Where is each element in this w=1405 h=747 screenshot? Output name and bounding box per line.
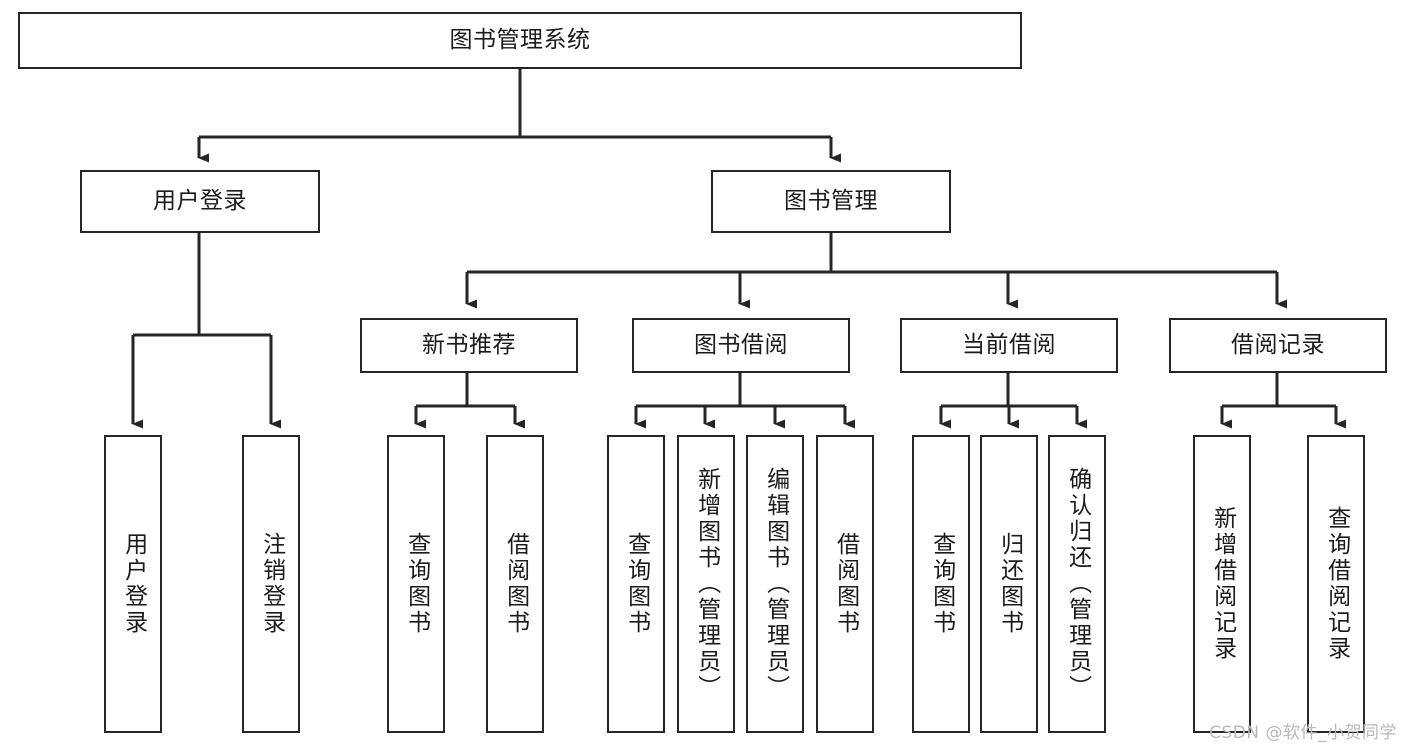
- node-leaf-borrow-book-1-label: 借阅图书: [502, 532, 529, 636]
- node-leaf-confirm-return-label: 确认归还（管理员）: [1064, 467, 1091, 701]
- node-leaf-edit-book-label: 编辑图书（管理员）: [762, 467, 789, 701]
- node-leaf-borrow-book-2-label: 借阅图书: [832, 532, 859, 636]
- node-book-management[interactable]: 图书管理: [711, 170, 951, 233]
- node-leaf-query-book-2-label: 查询图书: [623, 532, 650, 636]
- node-borrow-record[interactable]: 借阅记录: [1169, 318, 1387, 373]
- node-leaf-user-logout-label: 注销登录: [258, 532, 285, 636]
- node-leaf-add-record-label: 新增借阅记录: [1209, 506, 1236, 662]
- node-new-book-recommend-label: 新书推荐: [422, 331, 516, 358]
- node-user-login[interactable]: 用户登录: [80, 170, 320, 233]
- node-leaf-confirm-return[interactable]: 确认归还（管理员）: [1048, 435, 1106, 733]
- node-new-book-recommend[interactable]: 新书推荐: [360, 318, 578, 373]
- node-book-borrow[interactable]: 图书借阅: [632, 318, 850, 373]
- node-leaf-add-record[interactable]: 新增借阅记录: [1193, 435, 1251, 733]
- node-leaf-add-book[interactable]: 新增图书（管理员）: [677, 435, 735, 733]
- node-book-borrow-label: 图书借阅: [694, 331, 788, 358]
- node-leaf-user-login-label: 用户登录: [120, 532, 147, 636]
- node-borrow-record-label: 借阅记录: [1231, 331, 1325, 358]
- node-user-login-label: 用户登录: [153, 187, 247, 214]
- node-leaf-user-logout[interactable]: 注销登录: [242, 435, 300, 733]
- node-root-label: 图书管理系统: [449, 26, 591, 53]
- node-book-management-label: 图书管理: [784, 187, 878, 214]
- node-leaf-borrow-book-1[interactable]: 借阅图书: [486, 435, 544, 733]
- node-current-borrow[interactable]: 当前借阅: [900, 318, 1118, 373]
- node-leaf-add-book-label: 新增图书（管理员）: [693, 467, 720, 701]
- node-leaf-query-record[interactable]: 查询借阅记录: [1307, 435, 1365, 733]
- node-current-borrow-label: 当前借阅: [962, 331, 1056, 358]
- node-leaf-return-book-label: 归还图书: [996, 532, 1023, 636]
- node-leaf-edit-book[interactable]: 编辑图书（管理员）: [746, 435, 804, 733]
- node-leaf-query-book-3[interactable]: 查询图书: [912, 435, 970, 733]
- node-leaf-query-record-label: 查询借阅记录: [1323, 506, 1350, 662]
- node-leaf-query-book-3-label: 查询图书: [928, 532, 955, 636]
- node-leaf-user-login[interactable]: 用户登录: [104, 435, 162, 733]
- node-leaf-query-book-2[interactable]: 查询图书: [607, 435, 665, 733]
- node-root[interactable]: 图书管理系统: [18, 12, 1022, 69]
- node-leaf-query-book-1[interactable]: 查询图书: [387, 435, 445, 733]
- node-leaf-return-book[interactable]: 归还图书: [980, 435, 1038, 733]
- node-leaf-borrow-book-2[interactable]: 借阅图书: [816, 435, 874, 733]
- node-leaf-query-book-1-label: 查询图书: [403, 532, 430, 636]
